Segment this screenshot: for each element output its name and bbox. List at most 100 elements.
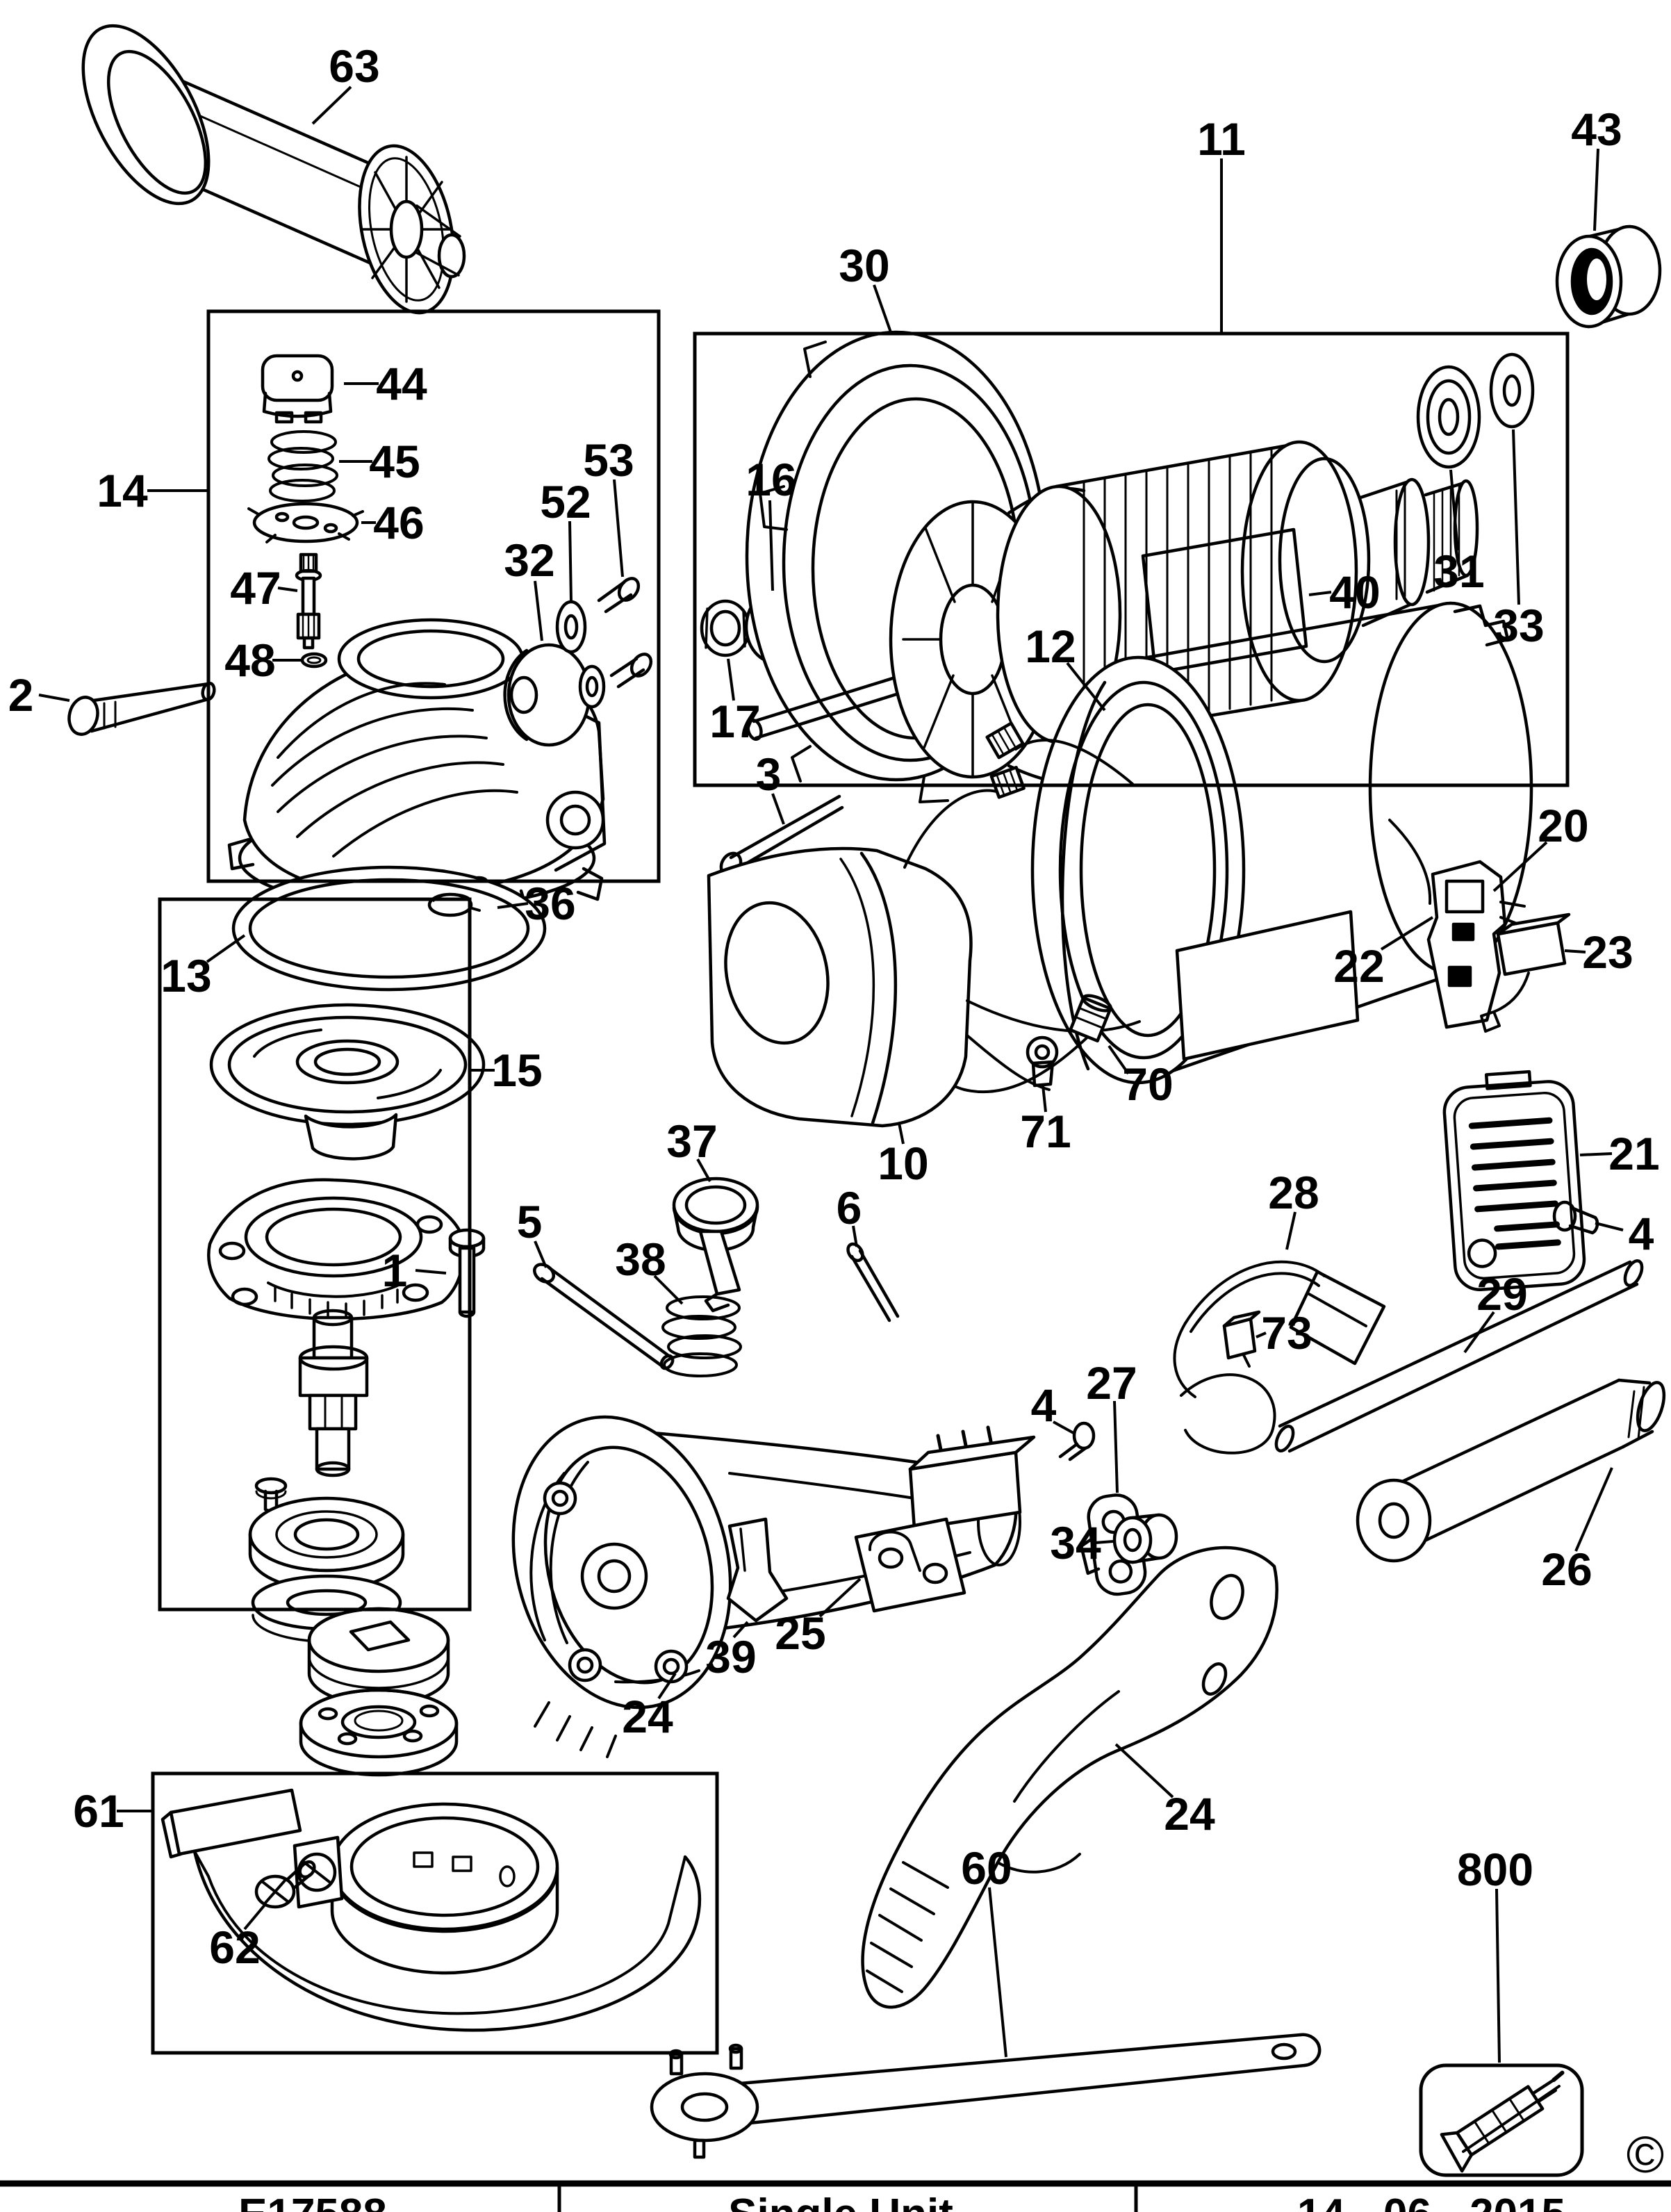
callout-34: 34: [1050, 1517, 1101, 1568]
callout-17-leader: [727, 658, 735, 701]
callout-12: 12: [1025, 621, 1076, 672]
callout-71: 71: [1020, 1106, 1071, 1157]
bearing-31-drawing: [1416, 365, 1481, 469]
callout-20: 20: [1538, 800, 1588, 851]
callout-39-leader: [732, 1621, 749, 1639]
callout-2: 2: [8, 669, 34, 721]
callout-37: 37: [666, 1115, 717, 1167]
ring-terminal-71-drawing: [1026, 1035, 1059, 1088]
spindle-box: [158, 897, 472, 1612]
callout-32-leader: [534, 580, 543, 641]
callout-28-leader: [1285, 1211, 1297, 1250]
callout-62: 62: [209, 1922, 260, 1973]
callout-16: 16: [746, 454, 796, 505]
brush-23-drawing: [1480, 912, 1571, 1033]
callout-61: 61: [73, 1785, 124, 1837]
grease-tube-800-drawing: [1440, 2070, 1565, 2173]
gear-flange-drawing: [207, 1178, 466, 1321]
callout-26-leader: [1574, 1467, 1613, 1552]
service-kit-box: [1419, 2063, 1584, 2177]
callout-4-right-leader: [1595, 1222, 1624, 1231]
callout-4-right: 4: [1629, 1208, 1654, 1259]
callout-24-right-leader: [1114, 1743, 1174, 1799]
armature-box: [693, 331, 1570, 787]
wire-28-drawing: [1173, 1260, 1386, 1398]
bolt-2-drawing: [67, 681, 216, 736]
callout-63-leader: [311, 85, 352, 125]
callout-5: 5: [517, 1196, 543, 1247]
spindle-set-screw-drawing: [254, 1477, 288, 1513]
callout-22: 22: [1333, 940, 1384, 992]
wheel-guard-drawing: [160, 1788, 702, 2032]
pin-6-drawing: [846, 1242, 900, 1322]
callout-24-right: 24: [1164, 1788, 1215, 1840]
cord-guard-29-drawing: [1180, 1259, 1644, 1455]
screw-4-mid-drawing: [1058, 1421, 1096, 1461]
callout-26: 26: [1541, 1543, 1592, 1595]
callout-33: 33: [1493, 600, 1544, 651]
gearcase-box: [206, 309, 661, 883]
callout-23: 23: [1582, 926, 1633, 978]
callout-21-leader: [1579, 1152, 1613, 1156]
footer-bar: E17588 Single Unit 14 - 06 - 2015 ©: [0, 2126, 1671, 2212]
callout-40: 40: [1329, 566, 1380, 618]
callout-13: 13: [160, 950, 211, 1001]
callout-52: 52: [540, 476, 591, 527]
callout-27-leader: [1113, 1400, 1119, 1493]
clutch-disc-drawing: [209, 1003, 486, 1161]
callout-30-leader: [873, 284, 892, 333]
label-plate-40-drawing: [1141, 527, 1308, 675]
callout-1: 1: [382, 1245, 408, 1296]
callout-13-leader: [206, 934, 246, 963]
callout-53: 53: [583, 434, 634, 486]
callout-31: 31: [1433, 546, 1484, 597]
callout-44: 44: [376, 358, 427, 409]
callout-43: 43: [1571, 104, 1622, 155]
sleeve-43-drawing: [1555, 224, 1662, 329]
callout-1-leader: [415, 1269, 447, 1275]
cord-26-drawing: [1356, 1378, 1666, 1563]
callout-46: 46: [373, 497, 424, 548]
callout-20-leader: [1492, 841, 1548, 892]
terminal-73-drawing: [1222, 1310, 1261, 1368]
callout-30: 30: [839, 240, 889, 291]
callout-23-leader: [1564, 949, 1586, 953]
callout-24-left: 24: [622, 1691, 673, 1742]
spring-45-drawing: [267, 430, 338, 502]
guard-box: [151, 1771, 719, 2055]
callout-10-leader: [898, 1122, 905, 1145]
callout-29-leader: [1463, 1311, 1495, 1354]
callout-43-leader: [1593, 148, 1599, 231]
pin-5-drawing: [532, 1263, 675, 1370]
callout-27: 27: [1086, 1357, 1137, 1409]
dust-cap-44-drawing: [261, 354, 334, 424]
callout-4-mid-leader: [1053, 1420, 1074, 1434]
field-coil-10-drawing: [707, 765, 1141, 1128]
kit-boxes-layer: [151, 309, 1584, 2177]
footer-unit-label: Single Unit: [728, 2190, 953, 2212]
wrench-60-drawing: [650, 2033, 1322, 2159]
callout-36-leader: [497, 902, 529, 909]
callout-14: 14: [97, 465, 148, 516]
callout-24-left-leader: [657, 1672, 677, 1700]
callout-40-leader: [1308, 591, 1332, 596]
brush-holder-22-drawing: [1426, 860, 1527, 1029]
callout-28: 28: [1268, 1167, 1319, 1218]
callout-15: 15: [491, 1044, 542, 1096]
callout-45: 45: [369, 436, 420, 487]
callout-48: 48: [224, 634, 275, 686]
callout-47: 47: [230, 562, 281, 614]
callout-17: 17: [709, 696, 760, 747]
left-housing-24-drawing: [511, 1415, 1021, 1758]
footer-doc-number: E17588: [238, 2190, 387, 2212]
spring-38-drawing: [661, 1295, 742, 1377]
callout-33-leader: [1512, 429, 1520, 605]
screw-62-drawing: [254, 1860, 316, 1909]
callout-73-leader: [1256, 1332, 1267, 1338]
callout-6-leader: [852, 1225, 858, 1247]
clutch-plate-46-drawing: [247, 502, 364, 543]
callout-2-leader: [38, 694, 70, 702]
callout-16-leader: [768, 500, 774, 591]
